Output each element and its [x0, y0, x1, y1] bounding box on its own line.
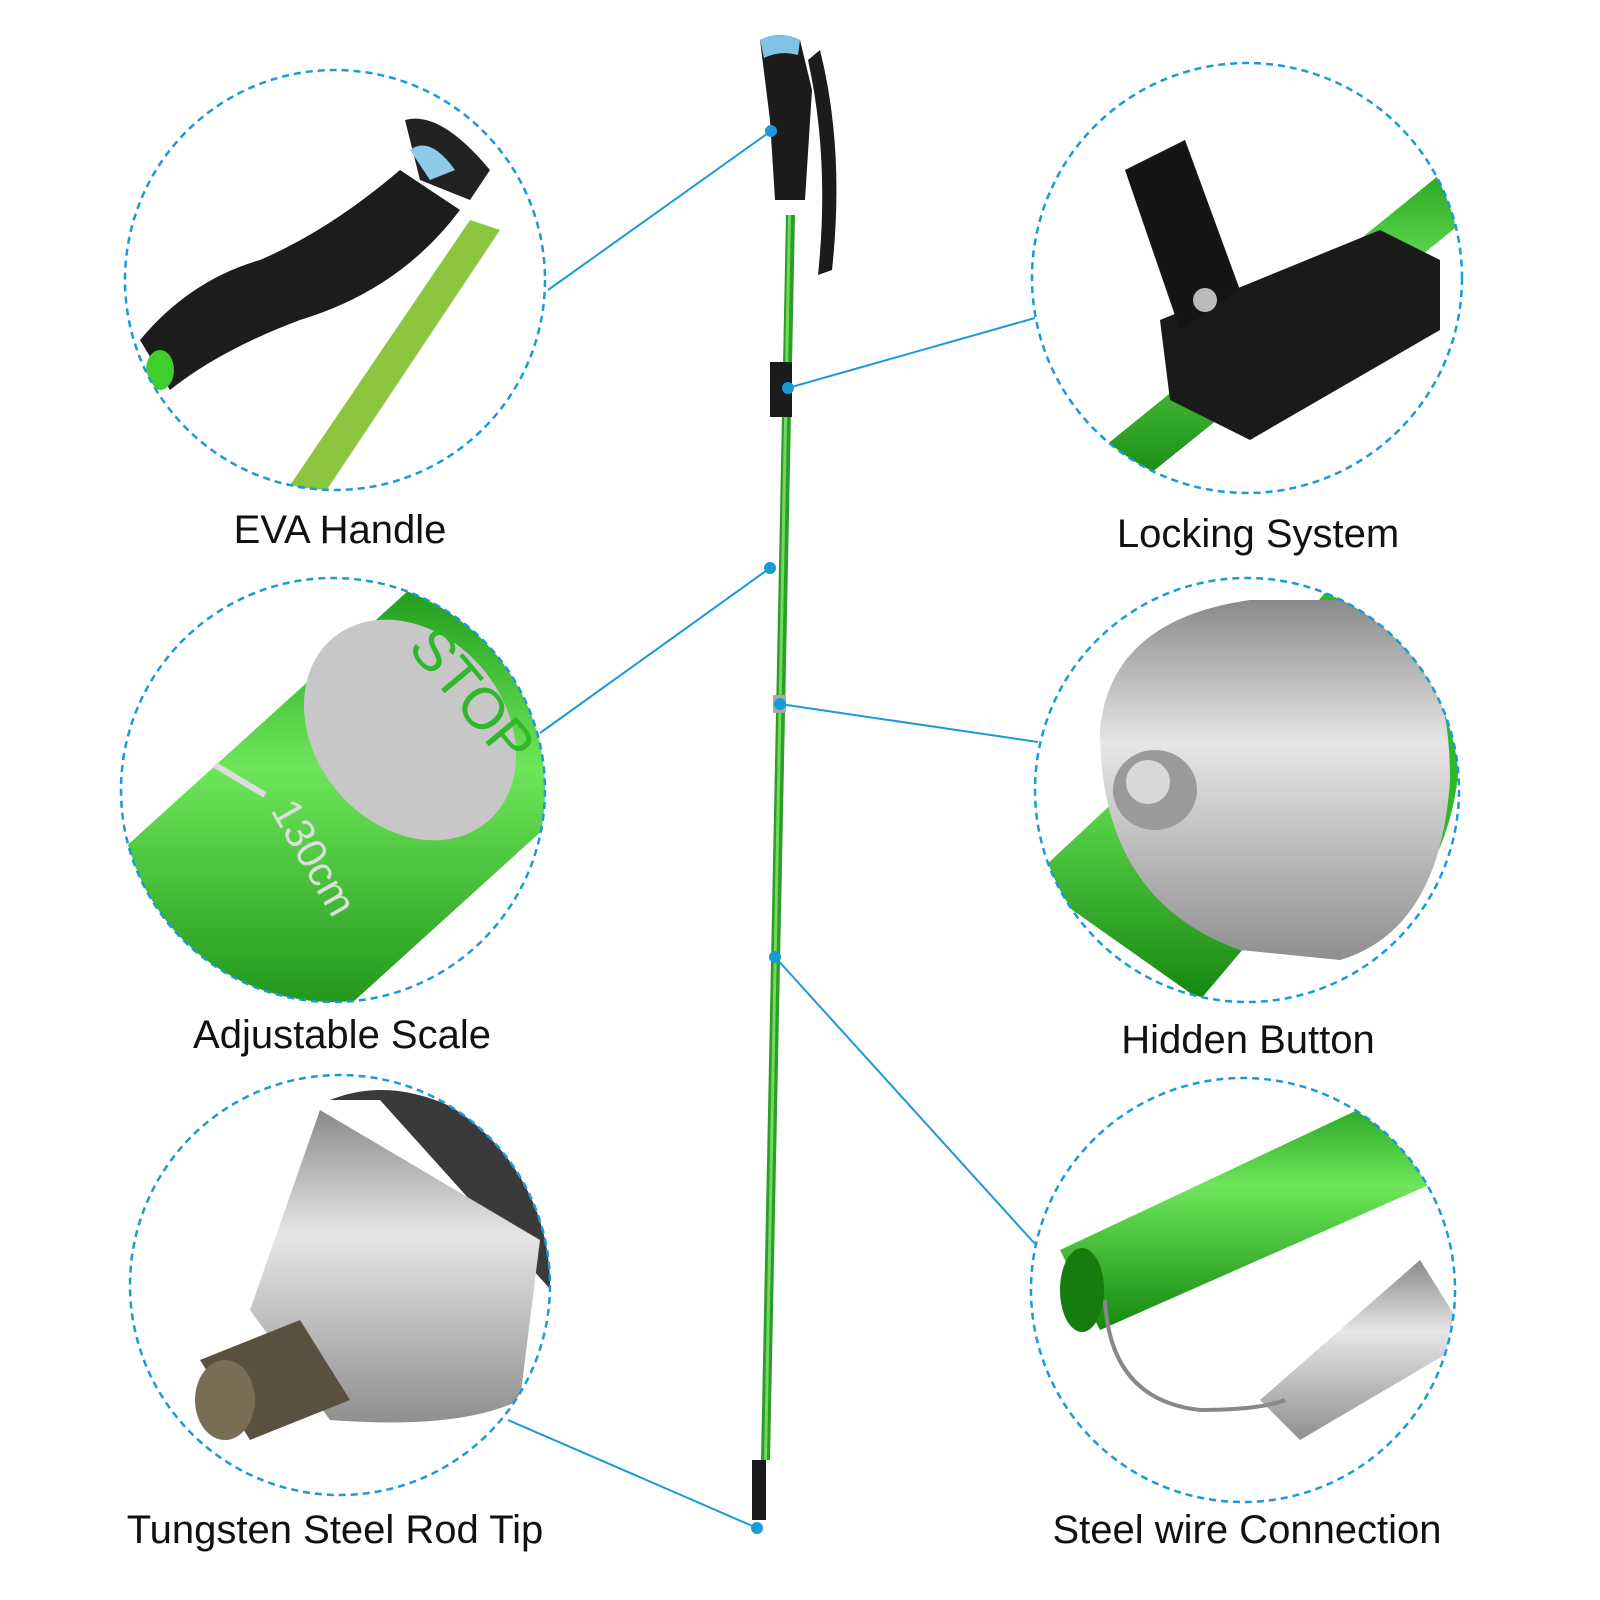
label-adjustable-scale: Adjustable Scale [193, 1013, 491, 1057]
callout-circles [119, 61, 1464, 1504]
detail-adjustable-scale: STOP 130cm [121, 580, 545, 1002]
detail-steel-wire [1060, 1090, 1455, 1440]
pole-grip [760, 35, 812, 200]
detail-tungsten-tip [195, 1090, 550, 1440]
detail-locking-system [1100, 140, 1462, 490]
pole-tip [752, 1460, 766, 1520]
label-tungsten-tip: Tungsten Steel Rod Tip [126, 1508, 544, 1552]
wrist-strap [808, 50, 837, 275]
callout-lines [507, 130, 1039, 1529]
callout-dots [751, 125, 794, 1534]
label-hidden-button: Hidden Button [1121, 1018, 1375, 1062]
detail-hidden-button [1035, 578, 1459, 1000]
detail-eva-handle [140, 118, 500, 490]
pole-lock [770, 362, 792, 417]
trekking-pole [752, 35, 837, 1520]
label-steel-wire: Steel wire Connection [1052, 1508, 1442, 1552]
label-locking-system: Locking System [1116, 512, 1400, 556]
label-eva-handle: EVA Handle [233, 508, 447, 552]
